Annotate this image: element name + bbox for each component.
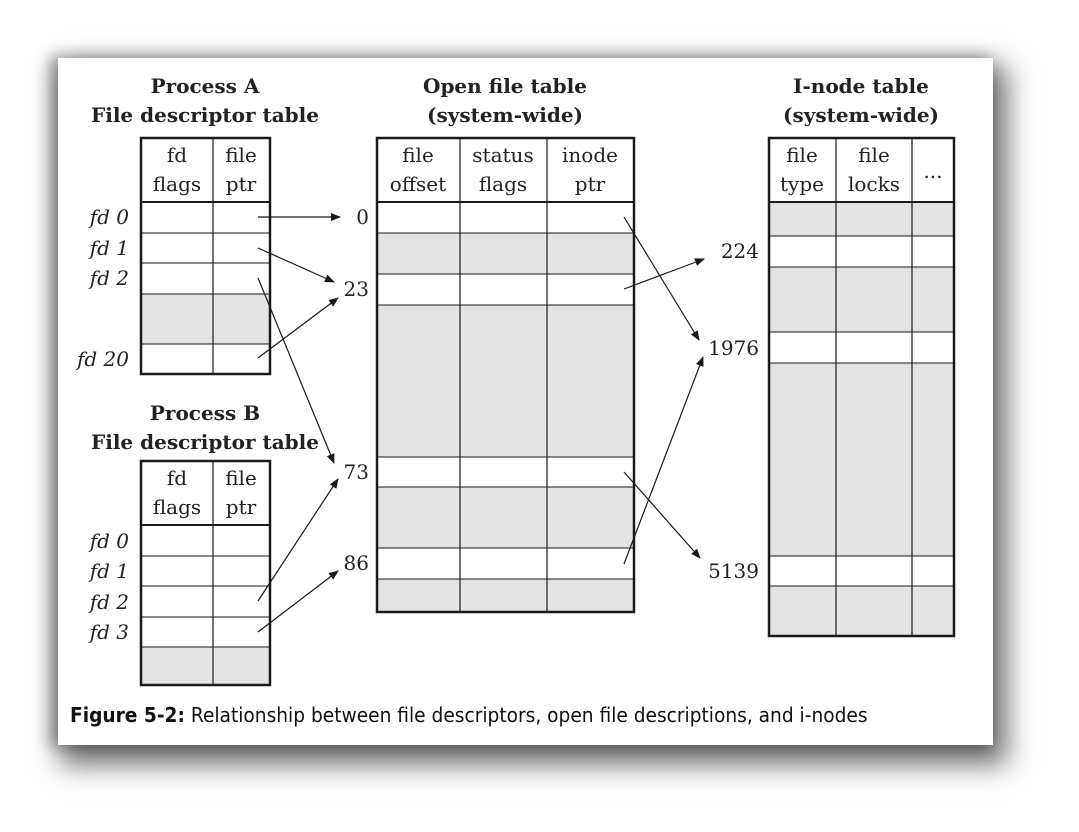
open-file-table: file offset status flags inode ptr 0 23 … xyxy=(344,136,636,614)
process-a-row-label: fd 0 xyxy=(88,205,130,229)
open-file-shaded-block xyxy=(377,579,634,612)
open-file-table-title: Open file table xyxy=(423,74,587,98)
inode-index-label: 224 xyxy=(721,239,759,263)
open-file-shaded-block xyxy=(377,487,634,548)
process-a-shaded-row xyxy=(141,294,270,344)
process-b-fd-table: fd flags file ptr fd 0 fd 1 fd 2 fd 3 xyxy=(88,459,272,687)
inode-table: file type file locks ... 224 1976 5139 xyxy=(708,136,956,638)
process-a-col1-header-line2: flags xyxy=(153,172,201,196)
process-a-row-label: fd 20 xyxy=(75,347,129,371)
process-b-col2-header-line2: ptr xyxy=(226,495,257,519)
process-a-col1-header-line1: fd xyxy=(167,143,187,167)
inode-col1-header-line1: file xyxy=(786,143,818,167)
arrow-of73-to-inode5139 xyxy=(623,471,701,559)
open-file-index-label: 73 xyxy=(344,460,369,484)
inode-shaded-block xyxy=(769,586,954,636)
process-b-title: Process B xyxy=(150,401,260,425)
figure-caption-text: Relationship between file descriptors, o… xyxy=(190,703,868,727)
figure-caption-label: Figure 5-2: xyxy=(70,703,185,727)
figure-caption: Figure 5-2: Relationship between file de… xyxy=(70,703,868,727)
process-a-border xyxy=(139,136,272,376)
inode-shaded-block xyxy=(769,202,954,236)
open-file-col1-header-line1: file xyxy=(402,143,434,167)
process-a-row-label: fd 2 xyxy=(88,266,129,290)
process-b-col1-header-line2: flags xyxy=(153,495,201,519)
arrow-a-fd20-to-of23 xyxy=(257,297,339,359)
process-a-fd-table: fd flags file ptr fd 0 fd 1 fd 2 fd 20 xyxy=(75,136,272,376)
inode-col2-header-line1: file xyxy=(858,143,890,167)
arrow-of23-to-inode224 xyxy=(623,258,705,290)
open-file-shaded-block xyxy=(377,305,634,457)
open-file-index-label: 23 xyxy=(344,277,369,301)
figure-card: Process A File descriptor table Open fil… xyxy=(58,58,993,745)
inode-shaded-block xyxy=(769,363,954,556)
inode-col1-header-line2: type xyxy=(780,172,824,196)
open-file-col2-header-line1: status xyxy=(472,143,533,167)
arrow-b-fd3-to-of86 xyxy=(257,570,339,633)
inode-table-title: I-node table xyxy=(793,74,929,98)
process-b-row-label: fd 0 xyxy=(88,529,130,553)
inode-index-label: 5139 xyxy=(708,559,759,583)
process-a-subtitle: File descriptor table xyxy=(91,103,319,127)
process-a-col2-header-line1: file xyxy=(225,143,257,167)
process-b-col1-header-line1: fd xyxy=(167,466,187,490)
arrow-a-fd2-to-of73 xyxy=(257,277,335,464)
arrows xyxy=(257,213,705,633)
arrow-of0-to-inode1976 xyxy=(623,216,700,341)
inode-table-subtitle: (system-wide) xyxy=(783,103,939,127)
process-a-row-label: fd 1 xyxy=(88,236,129,260)
open-file-col3-header-line2: ptr xyxy=(575,172,606,196)
inode-shaded-block xyxy=(769,267,954,332)
open-file-shaded-block xyxy=(377,233,634,274)
open-file-table-border xyxy=(375,136,636,614)
arrow-a-fd1-to-of23 xyxy=(257,247,335,283)
process-b-col2-header-line1: file xyxy=(225,466,257,490)
open-file-index-label: 0 xyxy=(356,205,369,229)
fd-relationship-diagram: Process A File descriptor table Open fil… xyxy=(75,74,956,687)
inode-index-label: 1976 xyxy=(708,336,759,360)
open-file-col2-header-line2: flags xyxy=(479,172,527,196)
process-b-border xyxy=(139,459,272,687)
process-b-row-label: fd 2 xyxy=(88,590,129,614)
open-file-col1-header-line2: offset xyxy=(390,172,446,196)
open-file-col3-header-line1: inode xyxy=(562,143,618,167)
inode-table-border xyxy=(767,136,956,638)
open-file-table-subtitle: (system-wide) xyxy=(427,103,583,127)
inode-col3-header: ... xyxy=(923,159,942,183)
process-b-subtitle: File descriptor table xyxy=(91,430,319,454)
arrow-of86-to-inode1976 xyxy=(623,356,704,565)
inode-col2-header-line2: locks xyxy=(848,172,900,196)
process-a-col2-header-line2: ptr xyxy=(226,172,257,196)
process-b-row-label: fd 3 xyxy=(88,620,129,644)
process-a-title: Process A xyxy=(151,74,260,98)
arrow-b-fd2-to-of73 xyxy=(257,478,339,602)
process-b-row-label: fd 1 xyxy=(88,559,129,583)
process-b-shaded-row xyxy=(141,647,270,685)
open-file-index-label: 86 xyxy=(344,551,369,575)
